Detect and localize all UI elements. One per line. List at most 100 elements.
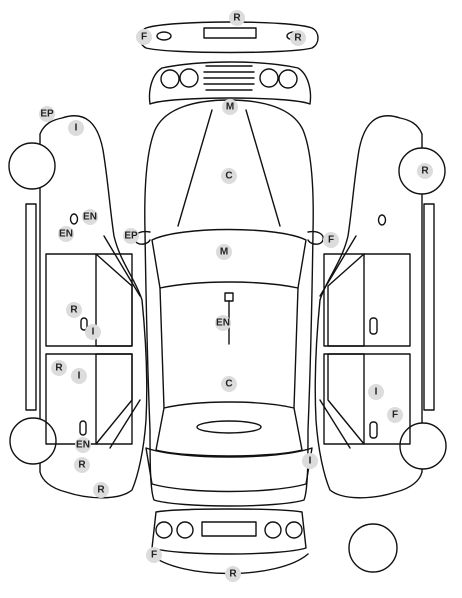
- marker-left-en-b[interactable]: EN: [58, 226, 74, 242]
- svg-text:F: F: [328, 235, 334, 246]
- rear-spoiler: [196, 420, 262, 434]
- hood-line-left: [177, 109, 213, 227]
- svg-text:C: C: [225, 379, 232, 390]
- body-outline: [144, 99, 314, 507]
- svg-text:R: R: [229, 569, 237, 580]
- right-rear-door: [323, 353, 411, 445]
- svg-text:C: C: [225, 171, 232, 182]
- right-rear-window: [327, 353, 365, 445]
- headlight-right-inner: [259, 68, 279, 88]
- marker-right-f-mirror[interactable]: F: [323, 232, 339, 248]
- svg-text:R: R: [78, 460, 86, 471]
- svg-text:I: I: [78, 371, 81, 382]
- svg-text:F: F: [141, 32, 147, 43]
- svg-text:EN: EN: [83, 212, 97, 223]
- svg-text:F: F: [151, 550, 157, 561]
- marker-left-r-rear[interactable]: R: [51, 360, 67, 376]
- svg-text:I: I: [92, 327, 95, 338]
- marker-right-i-door[interactable]: I: [368, 384, 384, 400]
- marker-front-r-right[interactable]: R: [290, 30, 306, 46]
- marker-left-r-wheel[interactable]: R: [74, 457, 90, 473]
- front-grille-slats: [203, 65, 255, 91]
- left-fuel-cap: [69, 213, 79, 225]
- right-rear-wheel: [399, 422, 447, 470]
- marker-left-i-door[interactable]: I: [85, 324, 101, 340]
- marker-roof-c[interactable]: C: [221, 376, 237, 392]
- left-rear-handle: [79, 420, 87, 436]
- marker-left-ep-mirror[interactable]: EP: [123, 228, 139, 244]
- marker-roof-en[interactable]: EN: [215, 315, 231, 331]
- rear-tailgate-outline: [151, 508, 307, 555]
- top-view: [134, 99, 324, 507]
- svg-text:M: M: [226, 102, 234, 113]
- svg-text:EN: EN: [216, 318, 230, 329]
- svg-text:M: M: [220, 247, 228, 258]
- svg-text:EP: EP: [124, 231, 138, 242]
- marker-right-f-rear[interactable]: F: [387, 407, 403, 423]
- svg-text:R: R: [55, 363, 63, 374]
- marker-left-i-rear[interactable]: I: [71, 368, 87, 384]
- mirror-right: [307, 230, 324, 245]
- marker-windshield-m[interactable]: M: [216, 244, 232, 260]
- marker-left-i-top[interactable]: I: [68, 120, 84, 136]
- front-license-plate: [203, 27, 257, 39]
- marker-left-en-rear[interactable]: EN: [75, 437, 91, 453]
- svg-text:I: I: [75, 123, 78, 134]
- trunk-lid: [145, 447, 313, 493]
- hood-line-right: [245, 109, 281, 227]
- tail-light-left-outer: [155, 521, 173, 539]
- svg-text:R: R: [97, 485, 105, 496]
- rear-view: [149, 508, 398, 575]
- marker-rear-f[interactable]: F: [146, 547, 162, 563]
- right-body-outline: [314, 115, 423, 499]
- svg-text:EN: EN: [59, 229, 73, 240]
- marker-rear-i[interactable]: I: [302, 453, 318, 469]
- left-sill-strip: [25, 203, 37, 411]
- front-fog-light-left: [156, 31, 172, 41]
- marker-hood-m[interactable]: M: [222, 99, 238, 115]
- rear-window: [155, 401, 303, 457]
- right-front-window: [327, 253, 365, 347]
- marker-left-en-a[interactable]: EN: [82, 209, 98, 225]
- left-rear-wheel: [9, 417, 57, 465]
- tail-light-right-outer: [285, 521, 303, 539]
- left-front-handle: [80, 317, 88, 331]
- left-side-view: [8, 115, 148, 499]
- right-fuel-cap: [377, 214, 387, 226]
- svg-text:R: R: [294, 33, 302, 44]
- headlight-left-outer: [160, 69, 180, 89]
- tail-light-right-inner: [264, 521, 282, 539]
- rear-license-plate: [201, 521, 257, 537]
- left-rear-window: [95, 353, 133, 445]
- marker-left-ep[interactable]: EP: [39, 106, 55, 122]
- svg-text:I: I: [375, 387, 378, 398]
- marker-hood-c[interactable]: C: [221, 168, 237, 184]
- marker-left-r-door[interactable]: R: [66, 302, 82, 318]
- svg-text:F: F: [392, 410, 398, 421]
- front-view: [139, 21, 319, 105]
- svg-text:EN: EN: [76, 440, 90, 451]
- left-front-window: [95, 253, 133, 347]
- left-c-pillar: [109, 399, 141, 449]
- tail-light-left-inner: [176, 521, 194, 539]
- spare-wheel: [348, 523, 398, 573]
- svg-text:R: R: [421, 166, 429, 177]
- headlight-right-outer: [278, 69, 298, 89]
- marker-front-top-r[interactable]: R: [229, 10, 245, 26]
- svg-text:EP: EP: [40, 109, 54, 120]
- headlight-left-inner: [179, 68, 199, 88]
- svg-text:I: I: [309, 456, 312, 467]
- marker-left-r-bottom[interactable]: R: [93, 482, 109, 498]
- right-a-pillar: [319, 235, 357, 297]
- marker-rear-r[interactable]: R: [225, 566, 241, 582]
- right-rear-handle: [369, 421, 378, 439]
- marker-right-r-wheel[interactable]: R: [417, 163, 433, 179]
- marker-front-f[interactable]: F: [136, 29, 152, 45]
- right-sill-strip: [423, 203, 435, 411]
- front-grille-outline: [148, 61, 312, 105]
- right-c-pillar: [319, 399, 351, 449]
- windshield: [151, 228, 307, 289]
- svg-text:R: R: [70, 305, 78, 316]
- roof-left-edge: [159, 287, 165, 409]
